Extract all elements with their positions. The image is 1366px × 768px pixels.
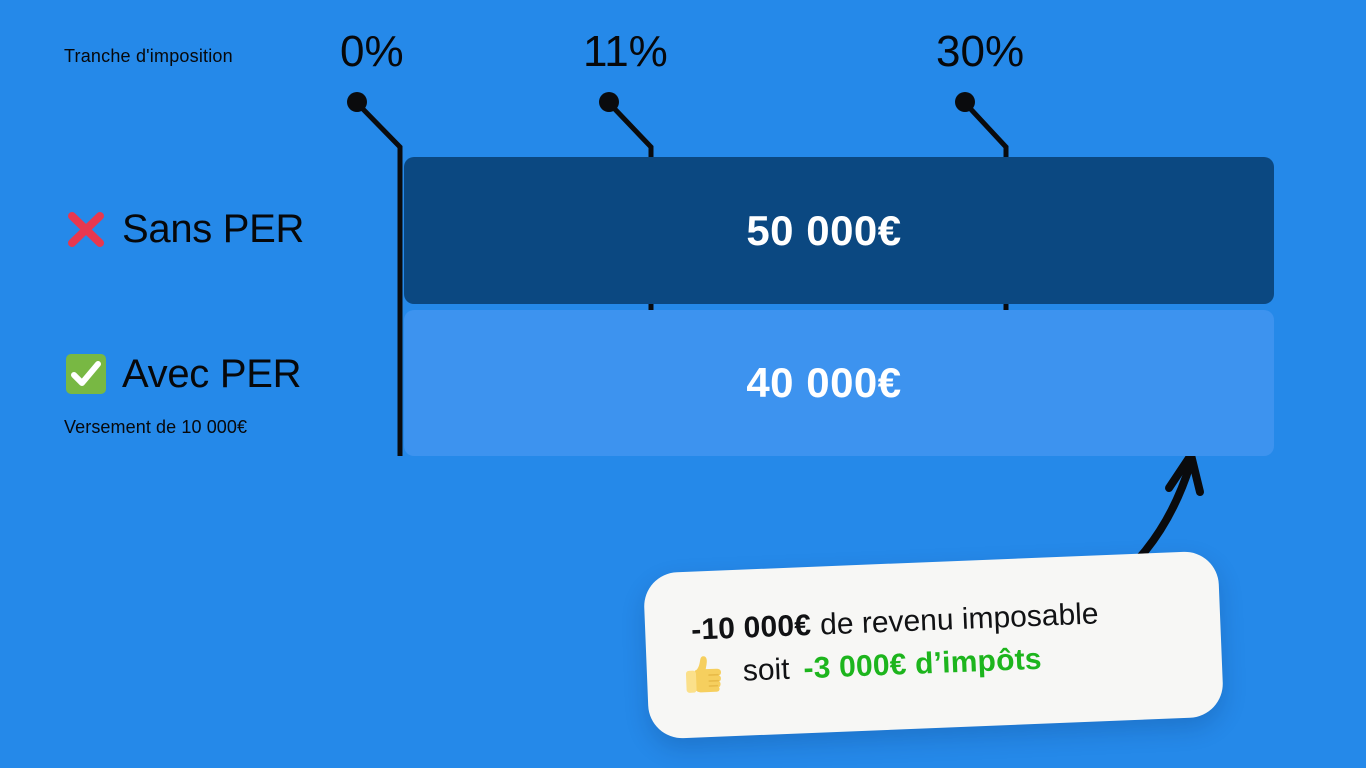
row-label-sans-per: Sans PER (64, 207, 304, 251)
row-sublabel-versement: Versement de 10 000€ (64, 417, 248, 437)
row-label-text-avec-per: Avec PER (122, 352, 302, 396)
row-label-text-sans-per: Sans PER (122, 207, 305, 251)
connector-bracket-0 (347, 92, 403, 456)
thumbs-up-icon (680, 649, 728, 697)
check-mark-button-icon (64, 352, 108, 396)
row-label-avec-per: Avec PER (64, 352, 301, 396)
callout-income-amount: -10 000€ (690, 609, 812, 647)
callout-line-tax: soit -3 000€ d’impôts (680, 630, 1194, 697)
bracket-label-0: 0% (340, 27, 404, 76)
bar-sans-per: 50 000€ (404, 157, 1274, 304)
bar-avec-per: 40 000€ (404, 310, 1274, 456)
bar-value-avec-per: 40 000€ (746, 359, 902, 406)
bracket-label-11: 11% (583, 27, 668, 76)
callout-tax-amount: -3 000€ d’impôts (802, 642, 1043, 686)
savings-callout-card: -10 000€ de revenu imposable soit -3 000… (642, 550, 1225, 740)
bracket-label-30: 30% (936, 27, 1025, 76)
callout-tax-prefix: soit (742, 652, 791, 688)
bracket-caption: Tranche d'imposition (64, 46, 233, 66)
bar-value-sans-per: 50 000€ (746, 206, 902, 254)
cross-mark-icon (64, 207, 108, 251)
